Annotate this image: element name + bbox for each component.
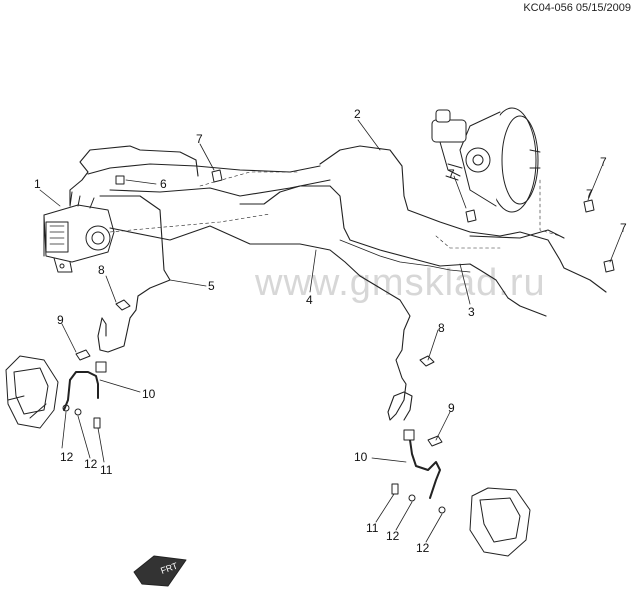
- pipe-clips: [115, 169, 615, 273]
- callout-8b: 8: [438, 321, 445, 335]
- callout-11b: 11: [366, 521, 379, 535]
- callout-7d: 7: [586, 187, 593, 201]
- brake-booster: [431, 107, 541, 213]
- callout-12b: 12: [84, 457, 98, 471]
- diagram-code: KC04-056 05/15/2009: [523, 2, 631, 14]
- callout-10a: 10: [142, 387, 156, 401]
- callout-5: 5: [208, 279, 215, 293]
- front-direction-badge: FRT: [133, 555, 187, 587]
- callout-2: 2: [354, 107, 361, 121]
- callout-4: 4: [306, 293, 313, 307]
- right-caliper: [391, 429, 531, 557]
- callout-10b: 10: [354, 450, 368, 464]
- callout-6: 6: [160, 177, 167, 191]
- callout-7a: 7: [196, 132, 203, 146]
- callout-7e: 7: [620, 221, 627, 235]
- callout-12d: 12: [416, 541, 430, 555]
- abs-modulator: [43, 191, 115, 273]
- callout-12c: 12: [386, 529, 400, 543]
- callout-labels: 1 2 3 4 5 6 7 7 7 7 7 8 8 9 9 10 10 11 1…: [34, 107, 627, 555]
- unions: [115, 299, 435, 367]
- callout-1: 1: [34, 177, 41, 191]
- callout-9b: 9: [448, 401, 455, 415]
- callout-8a: 8: [98, 263, 105, 277]
- leader-lines: [39, 119, 623, 543]
- callout-11a: 11: [100, 463, 113, 477]
- callout-3: 3: [468, 305, 475, 319]
- callout-7c: 7: [600, 155, 607, 169]
- left-caliper: [5, 349, 107, 429]
- callout-9a: 9: [57, 313, 64, 327]
- callout-7b: 7: [448, 167, 455, 181]
- callout-12a: 12: [60, 450, 74, 464]
- reference-lines: [109, 171, 561, 249]
